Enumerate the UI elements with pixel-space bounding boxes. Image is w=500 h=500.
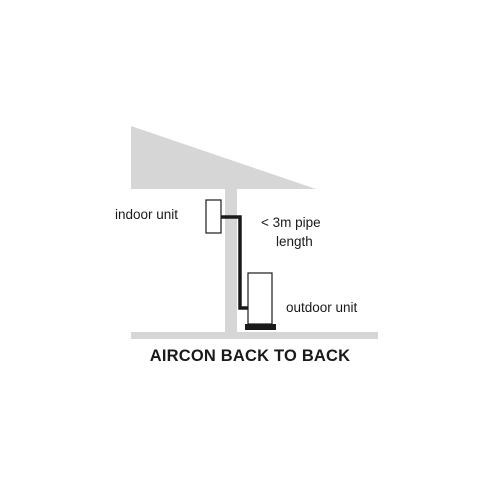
pipe-length-label-line2: length (276, 234, 313, 249)
outdoor-unit-box (247, 272, 273, 325)
pipe-length-label-line1: < 3m pipe (261, 215, 321, 230)
wall (225, 189, 237, 332)
indoor-unit-label: indoor unit (115, 207, 179, 222)
outdoor-unit-label: outdoor unit (286, 300, 358, 315)
indoor-unit-box (205, 199, 222, 234)
ground (131, 332, 378, 339)
diagram-caption: AIRCON BACK TO BACK (149, 347, 351, 365)
pipe (221, 215, 250, 310)
roof (131, 126, 316, 189)
outdoor-unit-base (245, 324, 276, 330)
